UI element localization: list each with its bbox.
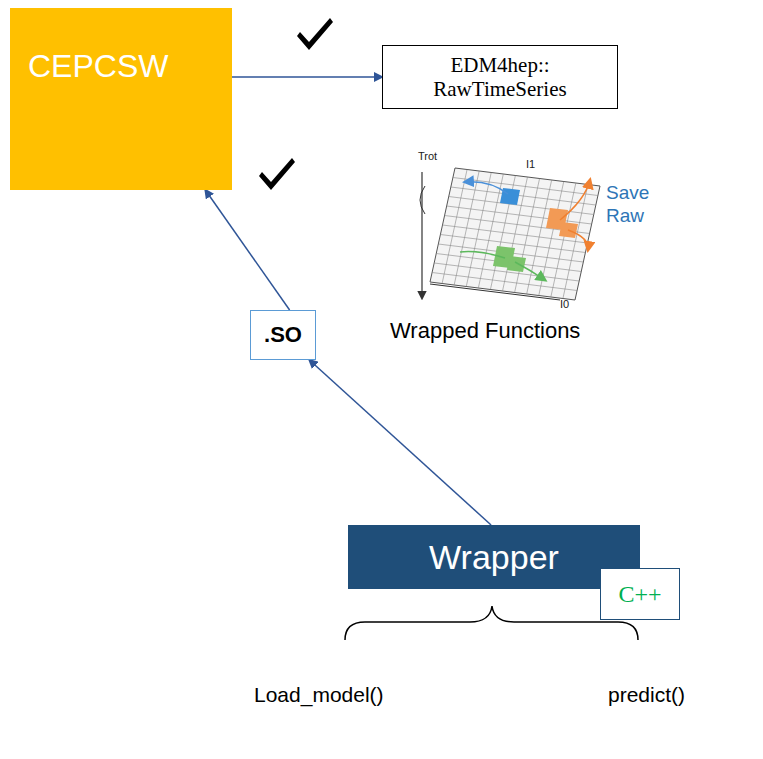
check-mark: [297, 18, 333, 50]
axis-label: I0: [560, 298, 569, 310]
curly-brace: [345, 606, 638, 640]
track: [568, 230, 588, 250]
library-box: .SO: [250, 310, 316, 360]
axis: [420, 186, 425, 214]
green-hit: [507, 256, 526, 272]
connector-arrow: [232, 76, 382, 78]
wrapper-box: Wrapper: [348, 525, 640, 589]
axis: [430, 284, 560, 300]
grid-line: [432, 273, 577, 291]
node-text: EDM4hep:: RawTimeSeries: [400, 53, 600, 101]
grid-line: [563, 185, 588, 299]
track: [515, 262, 545, 280]
track: [460, 252, 505, 258]
check-mark: [259, 158, 295, 190]
note-text: Save Raw: [606, 182, 666, 228]
node-text: .SO: [264, 322, 302, 348]
node-text: Wrapper: [429, 538, 559, 577]
node-text: C++: [618, 581, 661, 608]
detector-grid: [430, 168, 600, 300]
track: [465, 182, 508, 194]
connector-arrow: [205, 190, 289, 310]
function-label: predict(): [608, 683, 685, 707]
function-label: Load_model(): [254, 683, 384, 707]
language-tag: C++: [600, 568, 680, 620]
node-text: CEPCSW: [28, 48, 168, 85]
axis-label: I1: [526, 158, 535, 170]
software-box: CEPCSW: [10, 8, 232, 190]
connector-arrow: [309, 360, 491, 525]
axis-label: Trot: [418, 150, 437, 162]
track: [560, 180, 590, 220]
data-format-box: EDM4hep:: RawTimeSeries: [382, 45, 618, 109]
description-label: Wrapped Functions: [390, 318, 580, 344]
